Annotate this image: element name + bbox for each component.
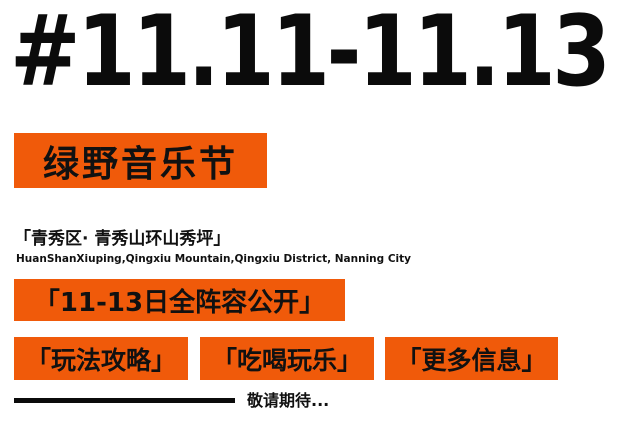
more-info-tag[interactable]: 「更多信息」 — [385, 337, 558, 380]
food-fun-label: 「吃喝玩乐」 — [211, 345, 362, 375]
festival-name-label: 绿野音乐节 — [42, 143, 238, 185]
footer-divider — [14, 398, 235, 403]
lineup-announcement-tag[interactable]: 「11-13日全阵容公开」 — [14, 279, 345, 321]
lineup-announcement-label: 「11-13日全阵容公开」 — [33, 287, 326, 318]
gameplay-guide-label: 「玩法攻略」 — [25, 345, 176, 375]
stay-tuned-text: 敬请期待... — [247, 391, 330, 410]
location-english: HuanShanXiuping,Qingxiu Mountain,Qingxiu… — [16, 253, 411, 265]
location-chinese: 「青秀区· 青秀山环山秀坪」 — [14, 229, 231, 249]
food-fun-tag[interactable]: 「吃喝玩乐」 — [200, 337, 374, 380]
more-info-label: 「更多信息」 — [396, 345, 547, 375]
date-range-heading: #11.11-11.13 — [10, 0, 611, 109]
festival-name-banner: 绿野音乐节 — [14, 133, 267, 188]
gameplay-guide-tag[interactable]: 「玩法攻略」 — [14, 337, 188, 380]
